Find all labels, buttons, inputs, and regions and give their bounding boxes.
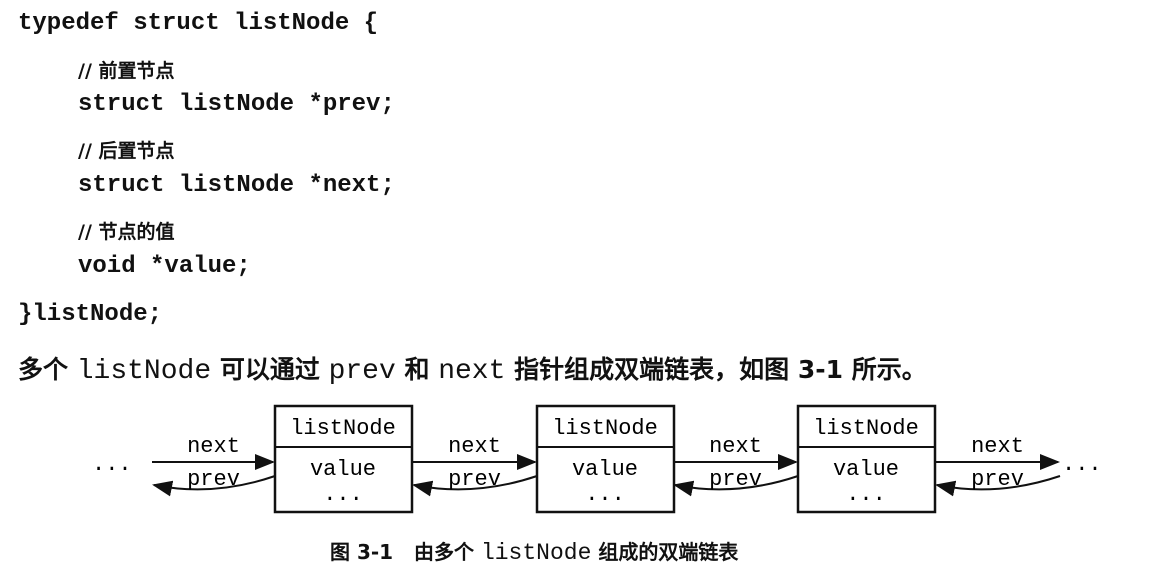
body-paragraph: 多个 listNode 可以通过 prev 和 next 指针组成双端链表，如图…	[18, 350, 927, 387]
list-node-box	[273, 404, 414, 514]
text: 和	[395, 355, 439, 384]
prev-label: prev	[971, 467, 1024, 492]
next-label: next	[971, 434, 1024, 459]
prev-label: prev	[187, 467, 240, 492]
next-label: next	[187, 434, 240, 459]
inline-code: next	[438, 356, 506, 387]
inline-code: prev	[328, 356, 396, 387]
prev-arrow	[673, 475, 799, 497]
code-comment-value: // 节点的值	[78, 221, 175, 243]
figure-caption: 图 3-1 由多个 listNode 组成的双端链表	[330, 536, 738, 566]
node-value: value	[572, 457, 638, 482]
code-line-end: }listNode;	[18, 301, 163, 328]
prev-label: prev	[709, 467, 762, 492]
text: 多个	[18, 355, 77, 384]
node-title: listNode	[813, 416, 919, 441]
node-more: ...	[323, 482, 363, 507]
left-ellipsis: ...	[92, 452, 132, 477]
code-line-prev: struct listNode *prev;	[78, 91, 395, 118]
code-comment-prev: // 前置节点	[78, 60, 175, 82]
prev-label: prev	[448, 467, 501, 492]
code-comment-next: // 后置节点	[78, 140, 175, 162]
code-line-typedef: typedef struct listNode {	[18, 10, 379, 37]
caption-text: 组成的双端链表	[591, 540, 739, 564]
node-title: listNode	[552, 416, 658, 441]
prev-arrow	[412, 475, 538, 497]
code-line-value: void *value;	[78, 253, 251, 280]
node-more: ...	[585, 482, 625, 507]
next-label: next	[448, 434, 501, 459]
text: 可以通过	[211, 355, 329, 384]
list-node-box	[535, 404, 676, 514]
inline-code: listNode	[76, 356, 212, 387]
node-title: listNode	[290, 416, 396, 441]
text: 指针组成双端链表，如图 3-1 所示。	[505, 355, 927, 384]
node-value: value	[310, 457, 376, 482]
node-more: ...	[846, 482, 886, 507]
caption-text: 图 3-1 由多个	[330, 540, 481, 564]
prev-arrow	[935, 475, 1061, 497]
caption-code: listNode	[480, 540, 592, 566]
prev-arrow	[152, 475, 276, 497]
right-ellipsis: ...	[1062, 452, 1102, 477]
next-label: next	[709, 434, 762, 459]
list-node-box	[796, 404, 937, 514]
code-line-next: struct listNode *next;	[78, 172, 395, 199]
node-value: value	[833, 457, 899, 482]
